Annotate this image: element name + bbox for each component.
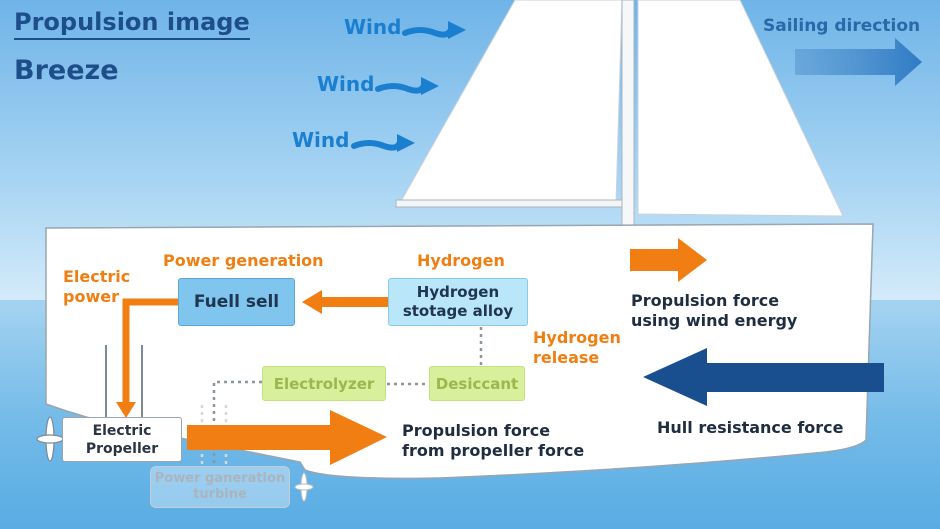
propeller-force-label: Propulsion force from propeller force (402, 421, 585, 460)
wind-force-label: Propulsion force using wind energy (631, 291, 798, 330)
hull-resistance-label: Hull resistance force (657, 418, 844, 437)
turbine-icon (294, 472, 314, 502)
propeller-force-arrow (187, 410, 387, 465)
wind-arrow-2 (375, 77, 439, 95)
electric-power-label: Electric power (63, 267, 131, 306)
hull-resistance-arrow (643, 348, 884, 406)
page-title: Propulsion image (14, 8, 250, 40)
power-generation-turbine-box: Power ganeration turbine (150, 466, 290, 508)
electric-propeller-box: Electric Propeller (62, 417, 182, 462)
hydrogen-label: Hydrogen (417, 251, 505, 270)
jib-sail (637, 0, 844, 217)
hydrogen-release-label: Hydrogen release (533, 328, 621, 367)
electric-power-arrowhead (116, 402, 136, 418)
wind-label-2: Wind (317, 72, 375, 96)
mast (621, 0, 635, 227)
wind-arrow-1 (402, 21, 466, 39)
page-subtitle: Breeze (14, 55, 119, 86)
fuel-cell-box: Fuell sell (178, 278, 295, 326)
power-generation-label: Power generation (163, 251, 324, 270)
electric-power-arrow (122, 298, 178, 404)
boom (395, 199, 623, 208)
hydrogen-storage-box: Hydrogen stotage alloy (388, 278, 528, 326)
wind-label-3: Wind (292, 128, 350, 152)
wind-force-arrow (630, 238, 707, 282)
desiccant-box: Desiccant (429, 366, 525, 401)
hydrogen-flow-arrow (302, 290, 388, 314)
electrolyzer-box: Electrolyzer (262, 366, 386, 401)
wind-arrow-3 (351, 134, 415, 152)
dotted-electrolyzer-to-turbine (212, 380, 262, 466)
sailing-direction-arrow (795, 38, 922, 86)
sailing-direction-label: Sailing direction (763, 16, 921, 36)
wind-label-1: Wind (344, 15, 402, 39)
